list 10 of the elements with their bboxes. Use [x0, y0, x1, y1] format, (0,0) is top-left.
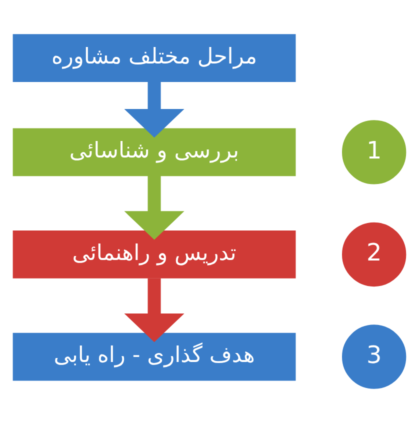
node-box: تدریس و راهنمائی [12, 230, 296, 278]
arrow [124, 278, 184, 342]
node-box: مراحل مختلف مشاوره [12, 34, 296, 82]
node-circle: 2 [341, 222, 406, 286]
node-box: بررسی و شناسائی [12, 128, 296, 176]
node-circle: 3 [341, 324, 406, 388]
arrow [124, 176, 184, 240]
arrow [124, 81, 184, 138]
node-circle: 1 [341, 120, 406, 184]
node-box: هدف گذاری - راه یابی [12, 332, 296, 380]
